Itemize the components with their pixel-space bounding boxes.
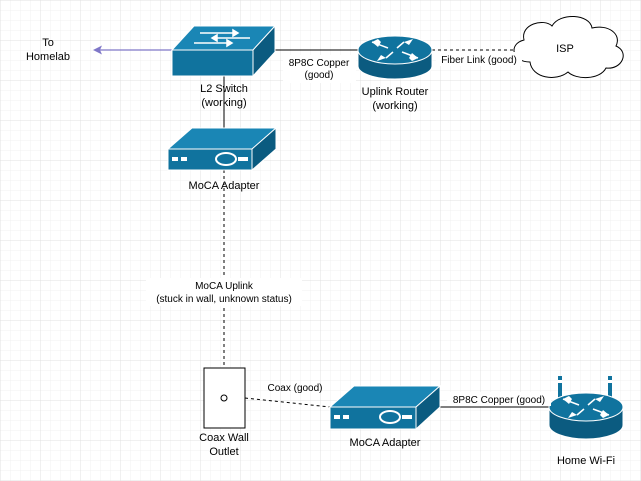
edge-label-switch-router-line1: 8P8C Copper: [289, 58, 350, 69]
coax-wall-outlet-icon[interactable]: [203, 367, 246, 429]
label-coax-outlet-line2: Outlet: [209, 446, 238, 458]
label-home-wifi: Home Wi-Fi: [557, 455, 615, 467]
label-l2-switch-line1: L2 Switch: [200, 83, 248, 95]
label-to-homelab-line2: Homelab: [26, 51, 70, 63]
uplink-router-icon[interactable]: [357, 35, 433, 80]
label-coax-outlet-line1: Coax Wall: [199, 432, 249, 444]
edge-label-moca-wifi: 8P8C Copper (good): [453, 395, 545, 406]
edge-switch-to-homelab: [93, 45, 172, 55]
edge-label-moca-uplink-line2: (stuck in wall, unknown status): [156, 294, 292, 305]
moca-adapter-bottom-icon[interactable]: [328, 384, 442, 431]
label-isp: ISP: [556, 43, 574, 55]
label-uplink-router-line1: Uplink Router: [362, 86, 429, 98]
home-wifi-router-icon[interactable]: [548, 376, 624, 440]
edge-coax: [244, 397, 331, 408]
label-l2-switch-line2: (working): [201, 97, 246, 109]
l2-switch-icon[interactable]: [170, 24, 277, 78]
isp-cloud-icon[interactable]: [513, 16, 624, 78]
edge-label-moca-uplink-line1: MoCA Uplink: [195, 281, 254, 292]
label-to-homelab-line1: To: [42, 37, 54, 49]
edge-label-router-isp: Fiber Link (good): [441, 55, 517, 66]
edge-label-coax: Coax (good): [267, 383, 322, 394]
label-uplink-router-line2: (working): [372, 100, 417, 112]
edge-label-switch-router-line2: (good): [305, 70, 334, 81]
label-moca-adapter-bottom: MoCA Adapter: [350, 437, 421, 449]
label-moca-adapter-top: MoCA Adapter: [189, 180, 260, 192]
moca-adapter-top-icon[interactable]: [166, 126, 278, 172]
